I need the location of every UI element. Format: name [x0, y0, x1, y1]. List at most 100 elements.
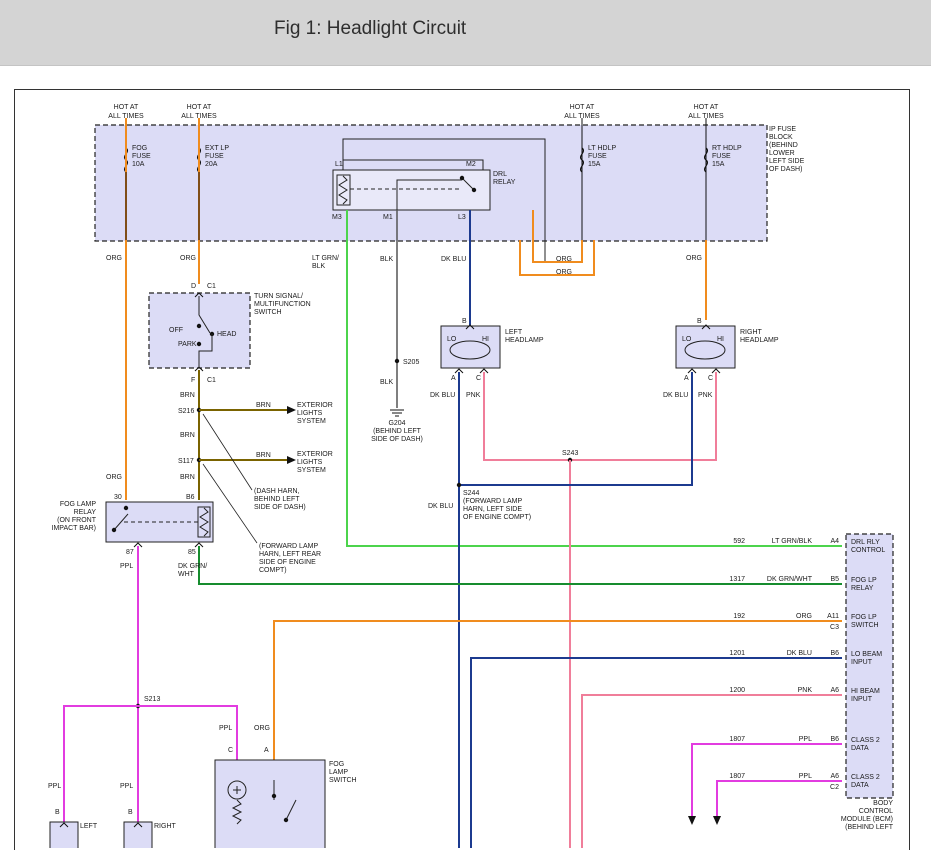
pin-A-label: A: [451, 375, 456, 382]
connector-symbol: [465, 324, 475, 330]
bcm-input-label: LO BEAM: [851, 651, 882, 658]
wire-org-label: ORG: [556, 269, 572, 276]
fog-lamp-relay-label: IMPACT BAR): [52, 525, 96, 532]
left-hi-label: HI: [482, 336, 489, 343]
bcm-label: (BEHIND LEFT: [845, 824, 894, 831]
bcm-input-label: CONTROL: [851, 547, 885, 554]
pin-A-label: A: [264, 747, 269, 754]
fog-fuse-label: FOG: [132, 145, 147, 152]
wire-org-fog-switch: [273, 620, 842, 760]
drl-relay-contact: [471, 187, 477, 193]
forward-lamp-harness-s244-label: HARN, LEFT SIDE: [463, 506, 522, 513]
fog-switch-arm: [285, 799, 297, 821]
bcm-circuit-number: 592: [733, 538, 745, 545]
fog-lamp-relay-label: FOG LAMP: [60, 501, 97, 508]
pin-B6-label: B6: [186, 494, 195, 501]
lt-hdlp-fuse-label: LT HDLP: [588, 145, 616, 152]
forward-lamp-harness-label: HARN, LEFT REAR: [259, 551, 321, 558]
pin-30-label: 30: [114, 494, 122, 501]
drl-relay-coil: [338, 175, 348, 205]
wire-org-label: ORG: [180, 255, 196, 262]
fog-relay-coil-box: [197, 506, 211, 538]
bcm-label: CONTROL: [859, 808, 893, 815]
ip-fuse-block-label: LOWER: [769, 150, 795, 157]
wire-dk-grn-wht-label: WHT: [178, 571, 195, 578]
pin-F-label: F: [191, 377, 195, 384]
pin-A-label: A: [684, 375, 689, 382]
bcm-wire-color: PNK: [798, 687, 813, 694]
pin-B-label: B: [55, 809, 60, 816]
switch-contact: [196, 323, 202, 329]
wire-dk-blu-label: DK BLU: [663, 392, 688, 399]
bcm-input-label: DRL RLY: [851, 539, 880, 546]
bcm-circuit-number: 1201: [729, 650, 745, 657]
switch-contact: [196, 341, 202, 347]
splice-s213-label: S213: [144, 696, 160, 703]
right-headlamp-box: [675, 325, 736, 369]
figure-title: Fig 1: Headlight Circuit: [274, 18, 467, 39]
ground-g204-label: (BEHIND LEFT: [373, 428, 422, 435]
arrow-class2-down: [713, 816, 721, 825]
bcm-input-label: FOG LP: [851, 614, 877, 621]
bcm-pin-label: B6: [830, 736, 839, 743]
fog-lamp-switch-box: [214, 759, 326, 848]
exterior-lights-label: EXTERIOR: [297, 402, 333, 409]
fog-switch-contact: [271, 793, 277, 799]
pin-D-label: D: [191, 283, 196, 290]
left-headlamp-box: [440, 325, 501, 369]
bcm-label: MODULE (BCM): [841, 816, 893, 823]
wire-dk-blu-label: DK BLU: [441, 256, 466, 263]
wire-hi-pnk: [483, 372, 717, 461]
fog-lamp-relay-label: RELAY: [74, 509, 97, 516]
bcm-box: [845, 533, 894, 799]
left-fog-lamp-label: LEFT: [80, 823, 98, 830]
wire-right-lo-dk-blu: [459, 372, 693, 486]
fog-lamp-relay-label: (ON FRONT: [57, 517, 97, 524]
drl-relay-internal: [396, 179, 462, 210]
drl-relay-switch-arm: [461, 177, 475, 191]
wire-lt-grn-blk: [346, 210, 842, 547]
bcm-wire-color: DK GRN/WHT: [767, 576, 813, 583]
rt-hdlp-fuse-label: RT HDLP: [712, 145, 742, 152]
wire-brn-label: BRN: [180, 432, 195, 439]
turn-signal-switch-label: MULTIFUNCTION: [254, 301, 311, 308]
left-headlamp-label: HEADLAMP: [505, 337, 544, 344]
wire-brn-label: BRN: [180, 392, 195, 399]
pin-L3-label: L3: [458, 214, 466, 221]
switch-head-label: HEAD: [217, 331, 236, 338]
switch-park-label: PARK: [178, 341, 197, 348]
dash-harness-label: SIDE OF DASH): [254, 504, 306, 511]
bcm-circuit-number: 1200: [729, 687, 745, 694]
drl-relay-internal: [342, 159, 484, 170]
ext-lp-fuse-label: FUSE: [205, 153, 224, 160]
wire-hi-beam-input: [581, 694, 842, 848]
bcm-label: BODY: [873, 800, 893, 807]
exterior-lights-label: SYSTEM: [297, 467, 326, 474]
wire-ppl-s213: [63, 705, 238, 848]
ground-symbol: [390, 409, 404, 417]
wire-brn-label: BRN: [256, 452, 271, 459]
fog-lamp-switch-label: LAMP: [329, 769, 348, 776]
switch-off-label: OFF: [169, 327, 183, 334]
left-lo-label: LO: [447, 336, 457, 343]
wire-pnk-label: PNK: [698, 392, 713, 399]
hot-at-label: HOT AT: [114, 104, 139, 111]
switch-arm: [198, 296, 211, 334]
splice-s216-label: S216: [178, 408, 194, 415]
wire-blk-label: BLK: [380, 379, 394, 386]
ext-lp-fuse-label: EXT LP: [205, 145, 229, 152]
wire-brn-label: BRN: [180, 474, 195, 481]
rt-hdlp-fuse-label: 15A: [712, 161, 725, 168]
arrow-ext-lights: [287, 406, 296, 414]
drl-relay-box: [332, 169, 491, 211]
connector-symbol: [194, 292, 204, 298]
bcm-wire-color: PPL: [799, 736, 812, 743]
drl-relay-label: RELAY: [493, 179, 516, 186]
hot-at-label: HOT AT: [570, 104, 595, 111]
wire-ppl-label: PPL: [120, 563, 133, 570]
exterior-lights-label: SYSTEM: [297, 418, 326, 425]
wire-lt-grn-blk-label: BLK: [312, 263, 326, 270]
right-headlamp-bulb: [684, 340, 726, 360]
forward-lamp-harness-s244-label: (FORWARD LAMP: [463, 498, 522, 505]
